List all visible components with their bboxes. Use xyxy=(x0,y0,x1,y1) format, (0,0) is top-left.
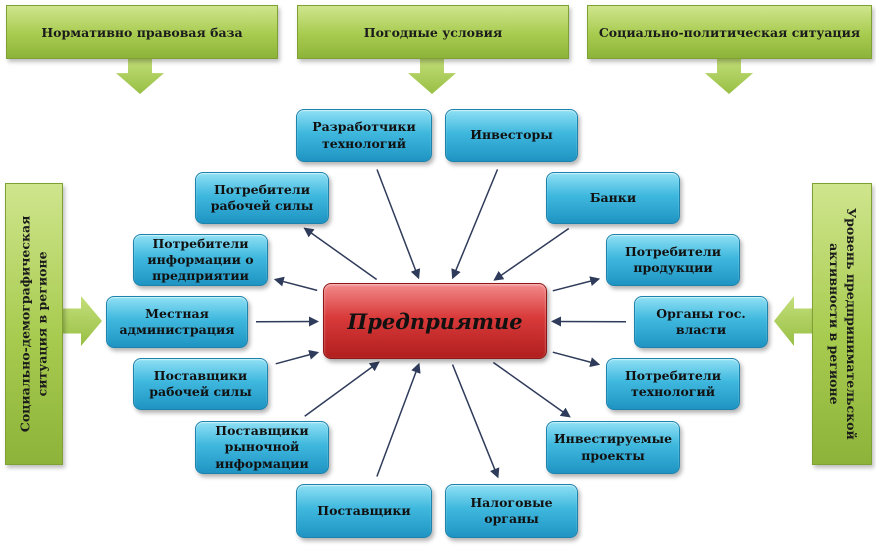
node-invested-projects: Инвестируемые проекты xyxy=(546,421,680,474)
node-label: Потребители информации о предприятии xyxy=(147,235,254,284)
factor-socio-demographic: Социально-демографическая ситуация в рег… xyxy=(5,183,63,465)
factor-label: Нормативно правовая база xyxy=(41,24,243,40)
node-label: Поставщики рабочей силы xyxy=(149,367,252,399)
node-label: Потребители продукции xyxy=(625,243,721,275)
center-label: Предприятие xyxy=(347,308,523,334)
node-label: Местная администрация xyxy=(119,305,235,337)
node-labor-suppliers: Поставщики рабочей силы xyxy=(133,358,268,410)
factor-label: Социально-политическая ситуация xyxy=(598,24,861,40)
arrow-invest-projects xyxy=(492,361,571,418)
factor-socio-political: Социально-политическая ситуация xyxy=(587,5,872,59)
arrow-info-consumers xyxy=(273,276,318,292)
node-label: Поставщики xyxy=(317,502,411,518)
factor-weather: Погодные условия xyxy=(297,5,569,59)
node-label: Потребители рабочей силы xyxy=(210,181,314,213)
arrow-tax xyxy=(451,364,500,479)
factor-legal-framework: Нормативно правовая база xyxy=(6,5,278,59)
arrow-labor-consumers xyxy=(303,227,378,281)
node-product-consumers: Потребители продукции xyxy=(606,234,740,286)
node-label: Органы гос. власти xyxy=(656,305,746,337)
node-label: Инвесторы xyxy=(470,127,553,143)
node-label: Налоговые органы xyxy=(470,494,553,526)
node-label: Банки xyxy=(589,189,637,205)
arrow-investors xyxy=(451,169,499,280)
node-label: Разработчики технологий xyxy=(312,119,416,151)
node-label: Поставщики рыночной информации xyxy=(215,423,309,471)
node-labor-consumers: Потребители рабочей силы xyxy=(195,172,329,224)
node-technology-consumers: Потребители технологий xyxy=(606,358,740,410)
node-suppliers: Поставщики xyxy=(296,484,432,538)
factor-entrepreneurial-activity: Уровень предпринимательской активности в… xyxy=(812,183,872,465)
arrow-developers xyxy=(376,169,421,280)
node-label: Инвестируемые проекты xyxy=(553,431,673,463)
node-technology-developers: Разработчики технологий xyxy=(296,109,432,162)
factor-label: Погодные условия xyxy=(363,24,503,40)
enterprise-center-node: Предприятие xyxy=(323,283,547,359)
arrow-suppliers xyxy=(376,362,421,477)
arrow-market-info-suppliers xyxy=(304,361,380,417)
node-market-info-suppliers: Поставщики рыночной информации xyxy=(195,421,329,474)
node-banks: Банки xyxy=(546,172,680,224)
node-info-consumers: Потребители информации о предприятии xyxy=(133,234,268,286)
arrow-product-consumers xyxy=(552,276,601,292)
arrow-banks xyxy=(493,227,570,281)
node-label: Потребители технологий xyxy=(625,367,721,399)
arrow-tech-consumers xyxy=(552,351,601,368)
node-government-bodies: Органы гос. власти xyxy=(634,296,768,348)
node-tax-authorities: Налоговые органы xyxy=(445,484,578,538)
arrow-labor-suppliers xyxy=(275,349,320,365)
node-investors: Инвесторы xyxy=(445,109,578,162)
node-local-administration: Местная администрация xyxy=(106,296,248,348)
